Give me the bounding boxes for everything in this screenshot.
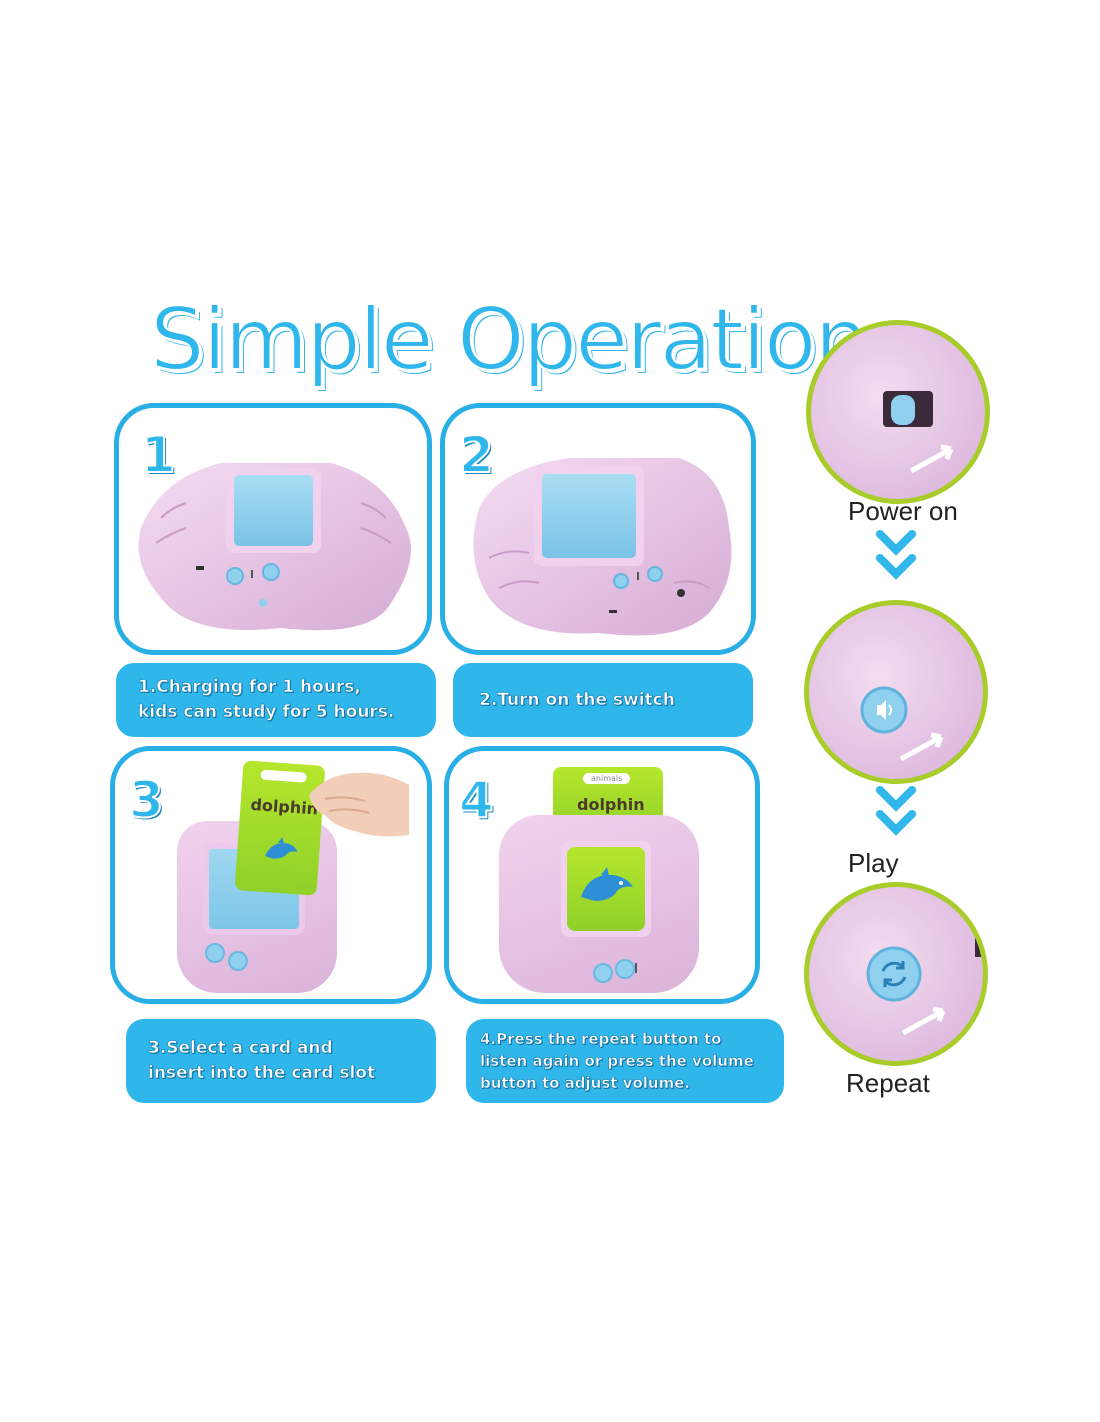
repeat-button-icon: [228, 951, 248, 971]
flash-card: dolphin: [234, 760, 326, 896]
card-tag: [260, 769, 307, 783]
play-circle: [804, 600, 988, 784]
arrow-icon: [899, 732, 944, 762]
repeat-button-icon: [615, 959, 635, 979]
repeat-label: Repeat: [846, 1068, 930, 1098]
page-title: Simple Operation: [149, 289, 870, 391]
repeat-circle: [804, 882, 988, 1066]
card-word: dolphin: [577, 795, 645, 814]
volume-button-icon: [593, 963, 613, 983]
chevron-down-icon: [874, 786, 918, 842]
step-3-number: 3: [128, 770, 165, 830]
hand-image: [305, 755, 415, 849]
dolphin-icon: [260, 834, 303, 875]
step-1-number: 1: [140, 425, 177, 485]
step-4-number: 4: [458, 770, 495, 830]
power-on-label: Power on: [848, 496, 958, 526]
device-screen: [561, 841, 651, 937]
step-1-caption: 1.Charging for 1 hours, kids can study f…: [116, 663, 436, 737]
card-tag: animals: [583, 773, 631, 784]
chevron-down-icon: [874, 530, 918, 586]
step-4-caption: 4.Press the repeat button to listen agai…: [466, 1019, 784, 1103]
step-2-number: 2: [458, 425, 495, 485]
step-3-caption-text: 3.Select a card and insert into the card…: [148, 1038, 376, 1084]
step-4-panel: 4 animals dolphin: [444, 746, 760, 1004]
step-1-caption-text: 1.Charging for 1 hours, kids can study f…: [138, 677, 395, 723]
power-switch-circle: [806, 320, 990, 504]
step-2-panel: 2: [440, 403, 756, 655]
device-edge: [975, 927, 983, 957]
repeat-button-icon: [865, 945, 923, 1007]
device-slot: [635, 963, 637, 973]
volume-button-icon: [859, 685, 909, 739]
step-1-panel: 1: [114, 403, 432, 655]
step-3-panel: 3 dolphin: [110, 746, 432, 1004]
arrow-icon: [909, 444, 954, 474]
power-switch-icon: [881, 385, 941, 439]
play-label: Play: [848, 848, 899, 878]
volume-button-icon: [205, 943, 225, 963]
arrow-icon: [901, 1006, 946, 1036]
dolphin-icon: [577, 865, 637, 917]
screen-card: [567, 847, 645, 931]
step-2-caption-text: 2.Turn on the switch: [479, 689, 675, 710]
step-3-caption: 3.Select a card and insert into the card…: [126, 1019, 436, 1103]
step-2-caption: 2.Turn on the switch: [453, 663, 753, 737]
step-4-caption-text: 4.Press the repeat button to listen agai…: [480, 1030, 754, 1093]
